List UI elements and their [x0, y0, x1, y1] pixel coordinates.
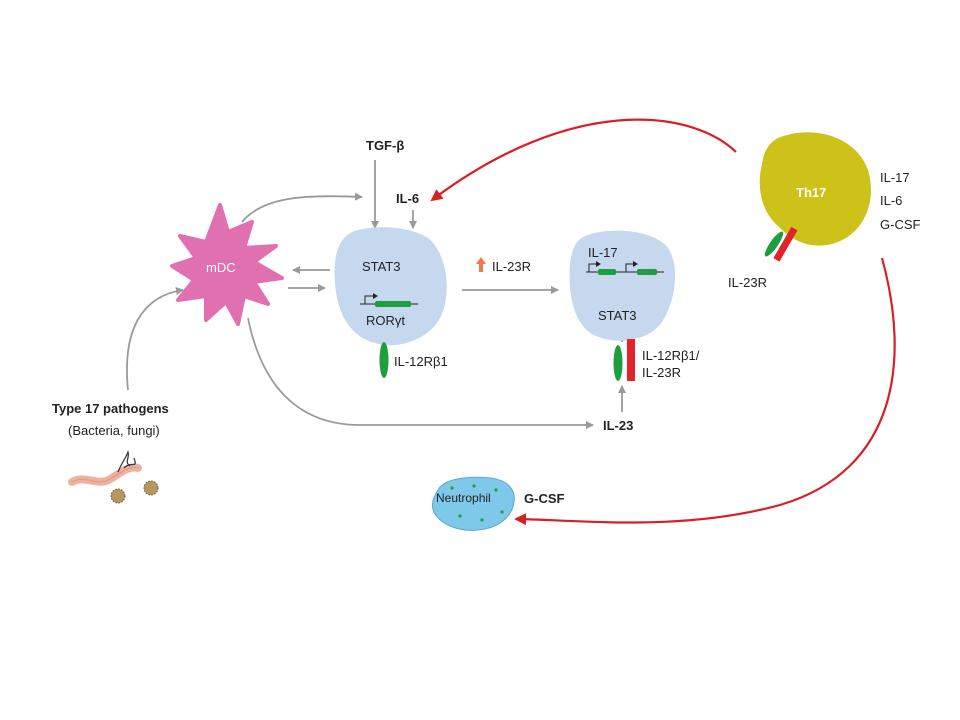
th17-cytokine-il17: IL-17	[880, 170, 910, 185]
promoter-arrowhead-left	[373, 293, 378, 299]
th17-body	[759, 132, 871, 246]
neutrophil-body	[431, 476, 515, 531]
feedback-arrow-th17-to-il6	[430, 118, 737, 202]
stat3-left-label: STAT3	[362, 259, 401, 274]
il12rb1-il23r-label-1: IL-12Rβ1/	[642, 348, 700, 363]
promoter-arrow-right-2	[625, 263, 635, 272]
promoter-arrow-right-1	[588, 263, 598, 272]
th17-label: Th17	[796, 185, 826, 200]
spore-icon-1	[110, 488, 126, 504]
il23-label: IL-23	[603, 418, 633, 433]
feedback-arrow-th17-to-neutrophil	[514, 257, 896, 526]
pathogens-subtitle: (Bacteria, fungi)	[68, 423, 160, 438]
rorgt-gene-bar	[375, 301, 411, 307]
arrow-pathogens-to-mdc	[126, 287, 184, 391]
cell-body-left	[334, 227, 447, 346]
bacterium-flagella-icon	[117, 450, 136, 473]
il12rb1-label: IL-12Rβ1	[394, 354, 448, 369]
il23r-transition-label: IL-23R	[492, 259, 531, 274]
pathogens-title: Type 17 pathogens	[52, 401, 169, 416]
th17-cytokine-il6: IL-6	[880, 193, 902, 208]
th17-cytokine-gcsf: G-CSF	[880, 217, 921, 232]
stat3-right-label: STAT3	[598, 308, 637, 323]
upregulation-icon	[476, 257, 486, 272]
worm-outline-icon	[71, 467, 139, 483]
tgfb-label: TGF-β	[366, 138, 404, 153]
gcsf-neutrophil-label: G-CSF	[524, 491, 565, 506]
promoter-arrowhead-right-2	[633, 261, 638, 267]
promoter-arrowhead-right-1	[596, 261, 601, 267]
il17-gene-bar-2	[637, 269, 657, 275]
th17-il23r-label: IL-23R	[728, 275, 767, 290]
il12rb1-il23r-label-2: IL-23R	[642, 365, 681, 380]
rorgt-label: RORγt	[366, 313, 405, 328]
cell-stat3-il17: IL-17 STAT3	[569, 230, 676, 341]
neutrophil-cell: Neutrophil	[431, 476, 515, 531]
mdc-body	[170, 203, 284, 326]
il12rb1-receptor-right	[613, 345, 623, 381]
mdc-cell: mDC	[170, 203, 284, 326]
il6-label: IL-6	[396, 191, 419, 206]
cell-body-right	[569, 230, 676, 341]
promoter-arrow-left	[364, 295, 375, 304]
arrow-mdc-to-il6	[241, 192, 363, 223]
il12rb1-receptor	[379, 342, 389, 378]
mdc-label: mDC	[206, 260, 236, 275]
neutrophil-label: Neutrophil	[436, 491, 491, 505]
il17-gene-bar-1	[598, 269, 616, 275]
pathogens: Type 17 pathogens (Bacteria, fungi)	[52, 401, 169, 504]
il17-cell-label: IL-17	[588, 245, 618, 260]
th17-il12rb1-receptor	[764, 231, 784, 257]
th17-cell: Th17 IL-23R	[728, 132, 871, 290]
cell-stat3-rorgt: STAT3 RORγt	[334, 227, 447, 346]
il23r-receptor-right	[627, 339, 635, 381]
th17-il23r-receptor	[773, 226, 798, 262]
arrow-mdc-to-il23	[247, 317, 594, 429]
spore-icon-2	[143, 480, 159, 496]
